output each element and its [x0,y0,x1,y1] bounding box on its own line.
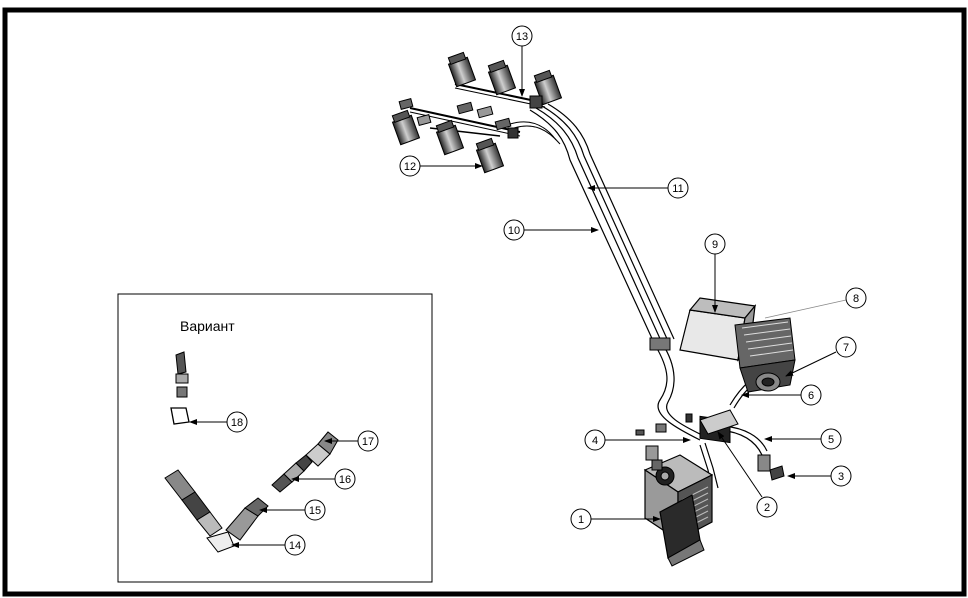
callout-11: 11 [587,177,689,199]
callout-4: 4 [584,429,691,451]
svg-text:11: 11 [672,183,683,195]
callout-14: 14 [231,534,306,556]
nozzle-head [435,119,465,156]
callout-12: 12 [399,155,483,177]
svg-text:16: 16 [339,474,351,486]
svg-text:6: 6 [808,390,814,402]
callout-2: 2 [717,431,778,518]
svg-text:10: 10 [508,225,520,237]
svg-text:9: 9 [712,239,718,251]
callout-18: 18 [189,411,248,433]
svg-text:13: 13 [516,31,528,43]
svg-text:7: 7 [843,342,849,354]
hose-bundle [509,103,675,346]
svg-text:12: 12 [404,161,416,173]
callout-17: 17 [324,430,379,452]
nozzle-cluster [391,51,563,174]
small-fittings [635,409,785,481]
hose-clamp [649,337,671,351]
callouts: 1 2 3 4 5 6 [189,25,867,556]
inset-part-16 [271,454,313,493]
callout-13: 13 [511,25,533,97]
callout-6: 6 [741,384,822,406]
svg-text:15: 15 [309,505,321,517]
callout-7: 7 [785,336,857,377]
controller-unit [679,297,796,444]
inset-title: Вариант [180,318,235,334]
callout-5: 5 [764,428,842,450]
nozzle-head [447,51,477,88]
svg-text:3: 3 [838,471,844,483]
inset-part-18 [170,351,190,425]
svg-text:18: 18 [231,417,243,429]
svg-text:2: 2 [764,502,770,514]
callout-8: 8 [764,287,867,319]
outer-border [2,7,967,597]
svg-text:4: 4 [592,435,598,447]
callout-1: 1 [570,508,661,530]
svg-text:17: 17 [362,436,374,448]
svg-text:8: 8 [853,293,859,305]
nozzle-head [391,109,421,146]
svg-text:5: 5 [828,434,834,446]
nozzle-head [487,59,517,96]
svg-text:1: 1 [578,514,584,526]
callout-9: 9 [704,233,726,313]
callout-10: 10 [503,219,599,241]
variant-inset-box: Вариант [117,293,433,583]
nozzle-head [475,137,505,174]
callout-3: 3 [787,465,852,487]
callout-16: 16 [291,468,356,490]
callout-15: 15 [259,499,326,521]
svg-text:14: 14 [289,540,301,552]
pump-motor [643,454,714,567]
inset-part-14-15 [164,469,269,553]
